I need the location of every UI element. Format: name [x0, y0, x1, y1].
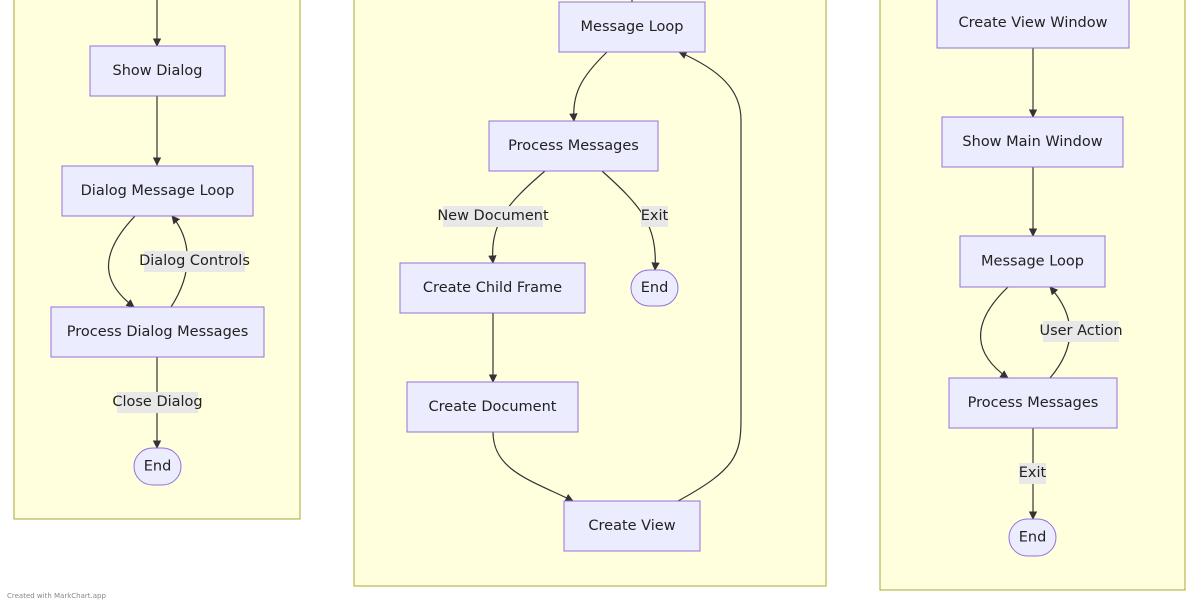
edge-dialog-loop-to-process-dialog	[108, 215, 136, 308]
svg-text:End: End	[1019, 530, 1047, 546]
node-message-loop-middle[interactable]: Message Loop	[558, 1, 706, 53]
node-show-main-window[interactable]: Show Main Window	[941, 116, 1124, 168]
edge-label-exit-right: Exit	[1019, 463, 1047, 484]
svg-text:Show Dialog: Show Dialog	[113, 63, 203, 79]
edge-label-new-document: New Document	[437, 206, 549, 227]
node-show-dialog[interactable]: Show Dialog	[89, 45, 226, 97]
edge-view-to-message-loop	[677, 51, 742, 502]
svg-text:Create Document: Create Document	[429, 399, 557, 415]
node-process-messages-right[interactable]: Process Messages	[948, 377, 1118, 429]
edge-label-dialog-controls: Dialog Controls	[139, 251, 250, 272]
svg-text:Dialog Message Loop: Dialog Message Loop	[81, 183, 235, 199]
node-process-dialog-messages[interactable]: Process Dialog Messages	[50, 306, 265, 358]
edge-label-close-dialog: Close Dialog	[112, 392, 203, 413]
edge-message-loop-to-process	[569, 51, 608, 122]
node-end-left[interactable]: End	[133, 447, 182, 486]
node-create-document[interactable]: Create Document	[406, 381, 579, 433]
edge-message-loop-to-process-r	[980, 286, 1009, 379]
svg-text:New Document: New Document	[437, 208, 549, 224]
svg-text:Dialog Controls: Dialog Controls	[139, 253, 250, 269]
edge-document-to-view	[492, 431, 574, 502]
node-end-right[interactable]: End	[1008, 518, 1057, 557]
node-dialog-message-loop[interactable]: Dialog Message Loop	[61, 165, 254, 217]
svg-text:User Action: User Action	[1039, 323, 1122, 339]
svg-text:Message Loop: Message Loop	[981, 254, 1084, 270]
edge-label-exit-middle: Exit	[641, 206, 669, 227]
svg-text:Close Dialog: Close Dialog	[112, 394, 202, 410]
edge-label-user-action: User Action	[1039, 321, 1123, 342]
node-process-messages-middle[interactable]: Process Messages	[488, 120, 659, 172]
svg-text:Exit: Exit	[641, 208, 669, 224]
svg-text:Create View: Create View	[588, 518, 675, 534]
node-create-view-window[interactable]: Create View Window	[936, 0, 1130, 49]
node-create-child-frame[interactable]: Create Child Frame	[399, 262, 586, 314]
svg-text:Process Dialog Messages: Process Dialog Messages	[67, 324, 249, 340]
footer-credit: Created with MarkChart.app	[7, 592, 106, 600]
svg-text:Create View Window: Create View Window	[959, 15, 1108, 31]
svg-text:Process Messages: Process Messages	[968, 395, 1099, 411]
svg-text:End: End	[641, 280, 669, 296]
node-end-middle[interactable]: End	[630, 269, 679, 307]
node-create-view[interactable]: Create View	[563, 500, 701, 552]
svg-text:Show Main Window: Show Main Window	[962, 134, 1102, 150]
svg-text:Process Messages: Process Messages	[508, 138, 639, 154]
node-message-loop-right[interactable]: Message Loop	[959, 235, 1106, 288]
svg-text:End: End	[144, 459, 172, 475]
svg-text:Create Child Frame: Create Child Frame	[423, 280, 562, 296]
svg-text:Message Loop: Message Loop	[581, 19, 684, 35]
svg-text:Exit: Exit	[1019, 465, 1047, 481]
